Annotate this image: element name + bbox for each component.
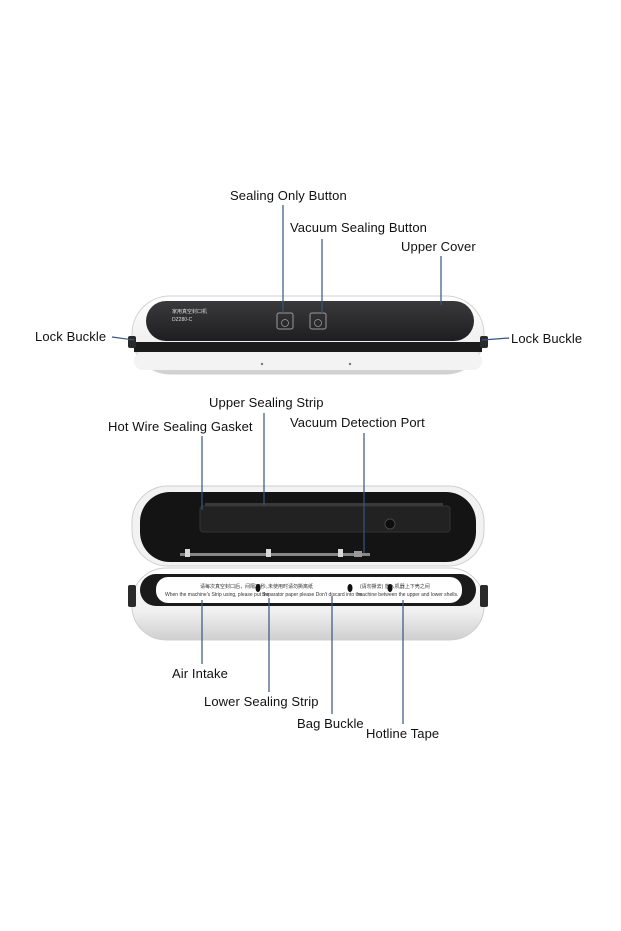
upper-sealing-strip <box>205 503 443 506</box>
lock-buckle-right[interactable] <box>480 336 488 348</box>
label-vacuum-detection-port: Vacuum Detection Port <box>290 415 425 430</box>
vacuum-detection-port <box>384 518 396 530</box>
air-intake <box>255 584 261 592</box>
panel-brand-text: 家用真空封口机 <box>172 308 207 315</box>
leader-lines <box>111 205 510 724</box>
label-vacuum-sealing-button: Vacuum Sealing Button <box>290 220 428 235</box>
instruction-line-5: (请勿撕去) 放入机器上下壳之间 <box>360 583 430 590</box>
lock-buckle-lower-right[interactable] <box>480 585 488 607</box>
label-hotline-tape: Hotline Tape <box>366 726 440 741</box>
lid-interior <box>140 492 476 562</box>
leader-lock-buckle-right <box>481 337 510 341</box>
control-panel <box>146 301 474 341</box>
label-air-intake: Air Intake <box>172 666 228 681</box>
open-device: 请每次真空封口后，间隔20秒。 When the machine's Strip… <box>128 485 488 641</box>
hot-wire-gasket <box>199 505 451 533</box>
lock-buckle-left[interactable] <box>128 336 136 348</box>
instruction-line-3: 未使用时请勿撕离纸 <box>268 583 313 590</box>
label-upper-sealing-strip: Upper Sealing Strip <box>209 395 324 410</box>
label-upper-cover: Upper Cover <box>401 239 476 254</box>
lock-buckle-lower-left[interactable] <box>128 585 136 607</box>
leader-lock-buckle-left <box>111 336 135 341</box>
instruction-line-1: 请每次真空封口后，间隔20秒。 <box>200 583 271 590</box>
seal-icon <box>281 319 289 327</box>
label-lock-buckle-left: Lock Buckle <box>35 329 107 344</box>
label-bag-buckle: Bag Buckle <box>297 716 364 731</box>
vacuum-sealing-button[interactable] <box>309 312 327 330</box>
instruction-line-4: Separator paper please Don't discard int… <box>262 592 363 598</box>
vacuum-icon <box>314 319 322 327</box>
sealing-only-button[interactable] <box>276 312 294 330</box>
instruction-line-2: When the machine's Strip using, please p… <box>165 592 270 598</box>
label-sealing-only-button: Sealing Only Button <box>230 188 347 203</box>
closed-device: 家用真空封口机 DZ280-C <box>128 295 488 375</box>
instruction-tape <box>156 577 462 603</box>
label-hot-wire-sealing-gasket: Hot Wire Sealing Gasket <box>108 419 253 434</box>
label-lower-sealing-strip: Lower Sealing Strip <box>204 694 319 709</box>
label-lock-buckle-right: Lock Buckle <box>511 331 583 346</box>
panel-model-text: DZ280-C <box>172 317 193 323</box>
instruction-line-6: machine between the upper and lower shel… <box>358 592 458 598</box>
